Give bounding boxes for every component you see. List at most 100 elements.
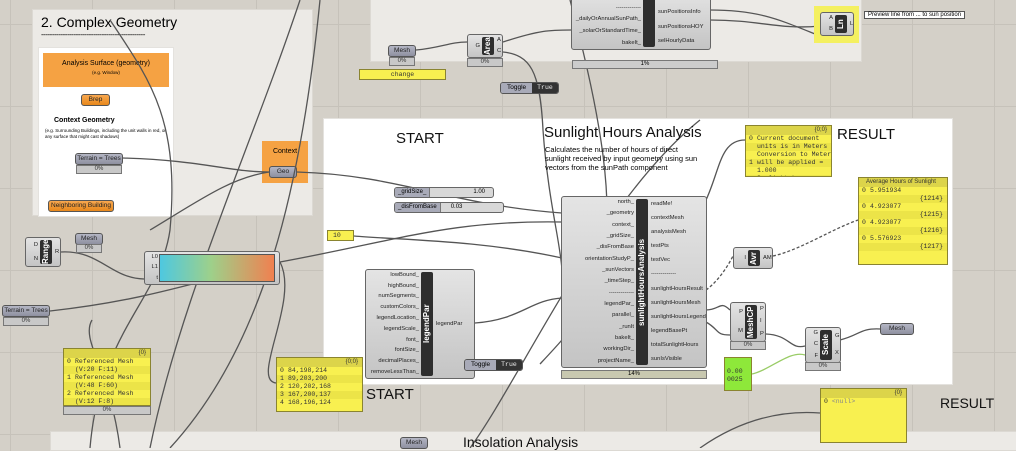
terrain-param-left[interactable]: Terrain = Trees <box>2 305 50 317</box>
input-port[interactable]: customColors_ <box>368 304 419 311</box>
output-port[interactable]: R <box>55 249 59 256</box>
input-port[interactable]: fontSize_ <box>368 347 419 354</box>
input-port[interactable]: projectName_ <box>564 358 634 365</box>
output-port[interactable]: contextMesh <box>651 215 706 222</box>
output-port[interactable]: G <box>835 333 840 340</box>
input-port[interactable]: F <box>808 353 818 360</box>
input-port[interactable]: bakeIt_ <box>564 335 634 342</box>
input-port[interactable]: D <box>28 242 38 249</box>
result-panel[interactable]: {0} 0 <null> <box>820 388 907 443</box>
output-port[interactable]: sunPositionsInfo <box>658 9 703 16</box>
ten-panel[interactable]: 10 <box>327 230 354 241</box>
input-port[interactable]: legendScale_ <box>368 326 419 333</box>
input-port[interactable]: orientationStudyP_ <box>564 256 634 263</box>
input-port[interactable]: removeLessThan_ <box>368 369 419 376</box>
input-port[interactable]: workingDir_ <box>564 346 634 353</box>
input-port[interactable]: ------------- <box>574 5 641 12</box>
panel-row: {1217} <box>859 243 947 251</box>
input-port[interactable]: context_ <box>564 222 634 229</box>
output-port[interactable]: ------------- <box>651 271 706 278</box>
input-port[interactable]: B <box>823 26 833 33</box>
input-port[interactable]: lowBound_ <box>368 272 419 279</box>
input-port[interactable]: font_ <box>368 337 419 344</box>
output-port[interactable]: C <box>497 48 501 55</box>
output-port[interactable]: sunlightHoursResult <box>651 286 706 293</box>
input-port[interactable]: numSegments_ <box>368 293 419 300</box>
output-port[interactable]: AM <box>763 255 772 262</box>
mesh-output-param[interactable]: Mesh <box>880 323 914 335</box>
input-port[interactable]: C <box>808 341 818 348</box>
input-port[interactable]: _solarOrStandardTime_ <box>574 28 641 35</box>
input-port[interactable]: _sunVectors <box>564 267 634 274</box>
input-port[interactable]: ------------- <box>564 290 634 297</box>
input-port[interactable]: M <box>733 328 743 335</box>
input-port[interactable]: G <box>808 330 818 337</box>
input-port[interactable]: _geometry <box>564 210 634 217</box>
gradient-bar[interactable] <box>159 254 275 282</box>
output-port[interactable]: legendBasePt <box>651 328 706 335</box>
output-port[interactable]: readMe! <box>651 201 706 208</box>
output-port[interactable]: analysisMesh <box>651 229 706 236</box>
output-port[interactable]: testPts <box>651 243 706 250</box>
input-port[interactable]: _timeStep_ <box>564 278 634 285</box>
input-port[interactable]: _disFromBase <box>564 244 634 251</box>
input-port[interactable]: _dailyOrAnnualSunPath_ <box>574 16 641 23</box>
sunpath-component[interactable]: legendPar_-------------_dailyOrAnnualSun… <box>571 0 711 50</box>
input-port[interactable]: G <box>470 43 480 50</box>
input-port[interactable]: parallel_ <box>564 312 634 319</box>
scale-factor-panel[interactable]: 0.00 0025 <box>724 357 752 391</box>
legend-par-component[interactable]: lowBound_ highBound_ numSegments_ customCol… <box>365 269 475 379</box>
input-port[interactable]: P <box>733 309 743 316</box>
row-index: 1 <box>280 375 288 383</box>
output-port[interactable]: A <box>497 37 501 44</box>
mesh-param-bottom[interactable]: Mesh <box>400 437 428 449</box>
change-panel[interactable]: change <box>359 69 446 80</box>
output-port[interactable]: totalSunlightHours <box>651 342 706 349</box>
input-port[interactable]: I <box>736 255 746 262</box>
output-port[interactable]: L <box>850 21 853 28</box>
output-port[interactable]: P <box>760 331 764 338</box>
input-port[interactable]: north_ <box>564 199 634 206</box>
input-port[interactable]: decimalPlaces_ <box>368 358 419 365</box>
row-index: 0 <box>862 235 870 243</box>
input-port[interactable]: N <box>28 256 38 263</box>
output-port[interactable]: sunPositionsHOY <box>658 24 703 31</box>
output-port[interactable]: P <box>760 306 764 313</box>
input-port[interactable]: legendLocation_ <box>368 315 419 322</box>
row-text: 1.000 <box>757 167 777 174</box>
output-port[interactable]: testVec <box>651 257 706 264</box>
wire <box>710 10 820 36</box>
input-port[interactable]: highBound_ <box>368 283 419 290</box>
input-port[interactable]: _runIt <box>564 324 634 331</box>
output-port[interactable]: sunlightHoursLegend <box>651 314 706 321</box>
input-port[interactable]: _gridSize_ <box>564 233 634 240</box>
sunlight-hours-component[interactable]: north_ _geometry context_ _gridSize_ _disFro… <box>561 196 707 368</box>
input-port[interactable]: legendPar_ <box>564 301 634 308</box>
output-port[interactable]: sunlightHoursMesh <box>651 300 706 307</box>
output-port[interactable]: I <box>760 318 764 325</box>
mesh-param[interactable]: Mesh <box>388 45 416 57</box>
output-port[interactable]: legendPar <box>436 321 462 328</box>
grid-size-slider[interactable]: _gridSize_1.00 <box>394 187 494 198</box>
output-port[interactable]: sunPositions <box>658 0 703 2</box>
input-port[interactable]: bakeIt_ <box>574 40 641 47</box>
output-port[interactable]: X <box>835 350 840 357</box>
input-port[interactable]: A <box>823 15 833 22</box>
output-port[interactable]: selHourlyData <box>658 38 703 45</box>
output-port[interactable]: sunIsVisible <box>651 356 706 363</box>
